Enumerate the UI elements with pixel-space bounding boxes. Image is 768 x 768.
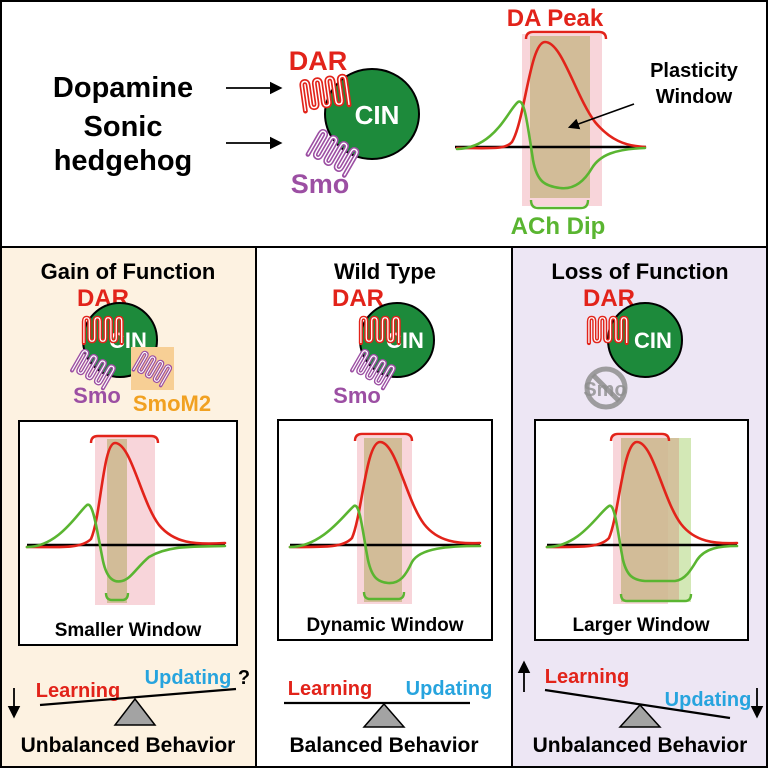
updating-label: Updating — [145, 667, 232, 689]
window-label: Smaller Window — [55, 620, 202, 641]
window-label: Larger Window — [572, 615, 709, 636]
plasticity-window-label-2: Window — [656, 86, 733, 108]
acetylcholine-curve — [25, 503, 227, 583]
ach-dip-bracket — [362, 591, 406, 601]
panel-title: Wild Type — [334, 259, 436, 284]
smo-label: Smo — [291, 169, 350, 199]
dopamine-curve — [288, 440, 482, 549]
behavior-label: Unbalanced Behavior — [533, 734, 748, 757]
learning-label: Learning — [288, 678, 372, 700]
ach-dip-bracket — [104, 592, 130, 602]
behavior-label: Unbalanced Behavior — [21, 734, 236, 757]
dar-label: DAR — [289, 46, 348, 76]
dopamine-curve — [25, 441, 227, 549]
input-hedgehog: hedgehog — [54, 145, 193, 177]
top-plot: DA Peak ACh Dip Plasticity Window — [455, 5, 739, 240]
dopamine-curve — [545, 440, 739, 549]
cin-label: CIN — [355, 100, 400, 130]
updating-label: Updating — [665, 689, 752, 711]
ach-dip-bracket — [529, 199, 590, 210]
learning-label: Learning — [36, 680, 120, 702]
plasticity-window-shading — [364, 438, 402, 602]
da-peak-bracket — [609, 432, 671, 442]
seesaw-beam — [39, 687, 237, 707]
seesaw-icon — [362, 702, 406, 728]
seesaw-icon — [113, 697, 157, 726]
cin-label: CIN — [634, 328, 672, 353]
plasticity-window-shading — [530, 36, 590, 198]
acetylcholine-curve — [455, 100, 647, 190]
updating-label: Updating — [406, 678, 493, 700]
smom2-label: SmoM2 — [133, 391, 211, 416]
window-plot: Dynamic Window — [277, 419, 493, 641]
acetylcholine-curve — [545, 504, 739, 583]
plasticity-window-label-1: Plasticity — [650, 60, 739, 82]
da-peak-bracket — [524, 30, 608, 40]
panel-title: Gain of Function — [41, 259, 216, 284]
plasticity-window-shading — [621, 438, 679, 602]
seesaw-icon — [618, 703, 662, 728]
behavior-label: Balanced Behavior — [289, 734, 478, 757]
window-label: Dynamic Window — [306, 615, 463, 636]
prohibited-icon — [584, 366, 628, 410]
da-peak-bracket — [353, 432, 414, 442]
pointer-arrow-icon — [567, 103, 635, 130]
wild-type-panel: Wild Type DAR CIN Smo Dynamic Window Lea… — [255, 246, 513, 768]
dopamine-curve — [455, 40, 647, 150]
acetylcholine-curve — [288, 504, 482, 585]
learning-label: Learning — [545, 666, 629, 688]
extended-window-shading — [679, 438, 691, 602]
da-peak-bracket — [89, 434, 160, 444]
window-plot: Larger Window — [534, 419, 749, 641]
ach-dip-bracket — [619, 593, 693, 603]
smo-label: Smo — [333, 383, 381, 408]
panel-title: Loss of Function — [551, 259, 728, 284]
da-peak-label: DA Peak — [507, 5, 604, 32]
input-sonic: Sonic — [84, 111, 163, 143]
smom2-highlight-box — [131, 347, 174, 390]
ach-dip-label: ACh Dip — [511, 213, 606, 240]
uncertain-mark: ? — [238, 667, 250, 689]
plasticity-window-shading — [107, 439, 127, 603]
loss-of-function-panel: Loss of Function DAR CIN Smo Larger Wind… — [511, 246, 768, 768]
gain-of-function-panel: Gain of Function DAR CIN Smo SmoM2 Small… — [0, 246, 257, 768]
seesaw-beam — [544, 688, 731, 720]
top-panel: Dopamine Sonic hedgehog CIN DAR Smo DA P… — [0, 0, 768, 248]
window-plot: Smaller Window — [18, 420, 238, 646]
input-dopamine: Dopamine — [53, 72, 193, 104]
smo-label: Smo — [73, 383, 121, 408]
dar-label: DAR — [332, 285, 384, 312]
